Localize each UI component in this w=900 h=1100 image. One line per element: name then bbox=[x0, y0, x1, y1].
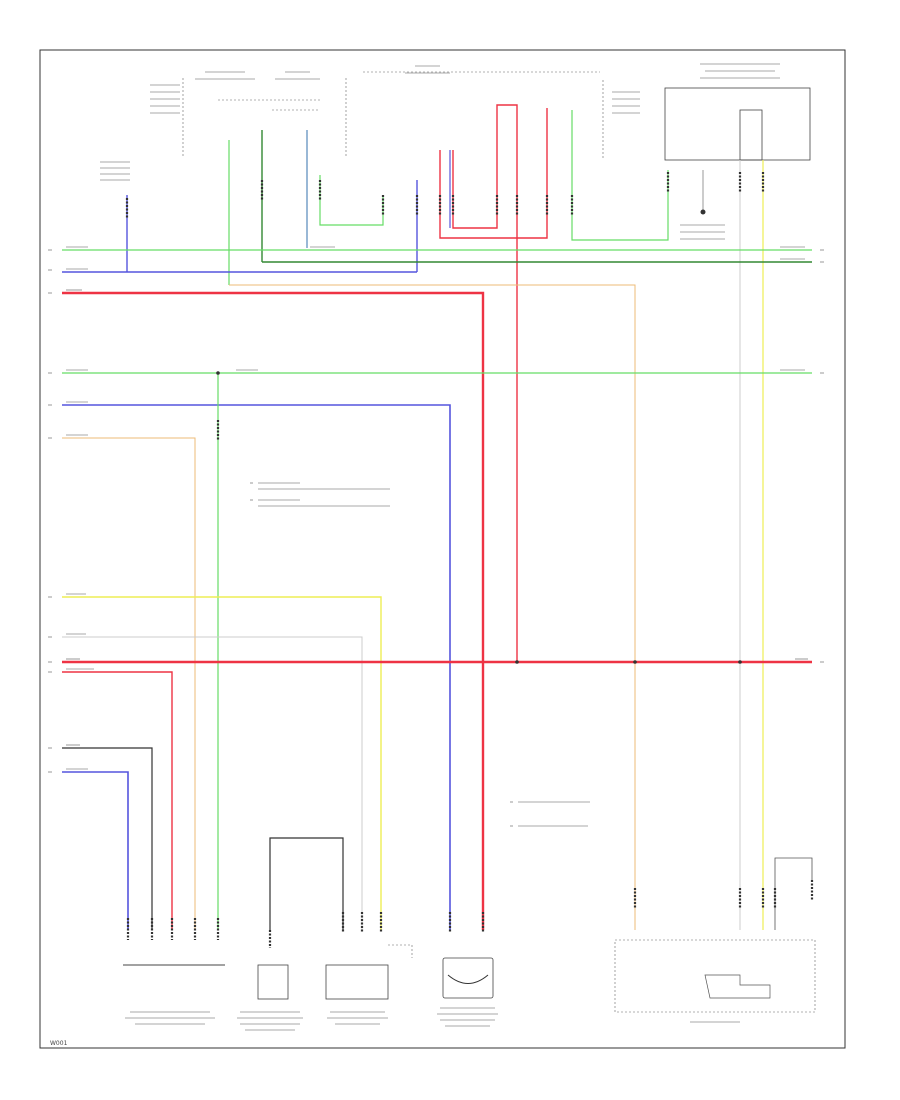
center-legend bbox=[250, 482, 590, 827]
splice-dots bbox=[216, 371, 742, 664]
module-box-top-right bbox=[664, 87, 811, 161]
bus-label-ticks bbox=[66, 246, 808, 770]
ground-symbol bbox=[700, 209, 706, 215]
bottom-components bbox=[123, 939, 816, 1013]
module-box-top-right-inner bbox=[739, 109, 763, 161]
top-vertical-wires bbox=[126, 104, 764, 930]
horizontal-buses bbox=[62, 249, 813, 930]
page-id: W001 bbox=[50, 1040, 68, 1047]
bottom-label-ticks bbox=[125, 1007, 740, 1031]
top-label-lines bbox=[100, 63, 780, 240]
left-wire-markers bbox=[48, 249, 824, 773]
connector-pins bbox=[125, 172, 814, 948]
diagram-frame bbox=[39, 49, 846, 1049]
